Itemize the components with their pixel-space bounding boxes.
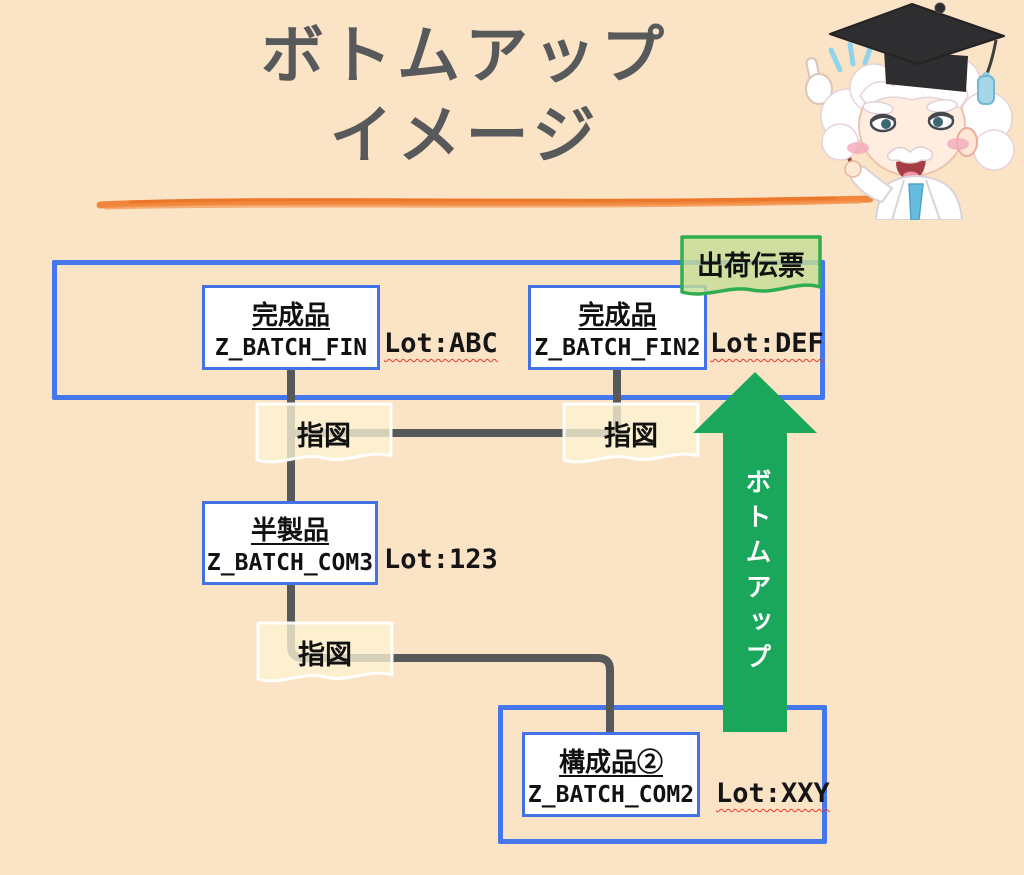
lot-label-finished-1: Lot:ABC: [384, 328, 498, 359]
title-line-1: ボトムアップ: [261, 21, 669, 91]
cheek-blush: [847, 142, 869, 154]
instruction-doc-3: 指図: [256, 621, 394, 693]
sparkle-lines-icon: [828, 41, 874, 73]
finished-goods-group-frame: [52, 260, 825, 400]
lot-label-semi: Lot:123: [384, 544, 498, 575]
document-shape-icon: [562, 402, 700, 464]
instruction-doc-2: 指図: [562, 402, 700, 474]
node-title: 半製品: [250, 515, 329, 545]
node-finished-goods-2: 完成品 Z_BATCH_FIN2: [528, 285, 707, 370]
shipping-slip-tag: 出荷伝票: [680, 235, 822, 305]
page-title: ボトムアップ イメージ: [120, 16, 810, 176]
node-title: 完成品: [251, 299, 330, 330]
node-component: 構成品② Z_BATCH_COM2: [522, 732, 700, 817]
mustache: [886, 146, 934, 164]
instruction-label: 指図: [298, 640, 352, 670]
tie: [908, 183, 924, 220]
lab-coat: [844, 160, 964, 220]
hand: [844, 160, 862, 178]
node-code: Z_BATCH_COM3: [206, 550, 374, 576]
title-line-2: イメージ: [329, 101, 601, 171]
eyes: [869, 111, 955, 133]
lot-label-component: Lot:XXY: [716, 778, 830, 809]
instruction-label: 指図: [604, 421, 658, 451]
cheek-blush: [947, 138, 969, 150]
title-underline-decoration: [96, 195, 874, 210]
node-finished-goods-1: 完成品 Z_BATCH_FIN: [202, 285, 380, 370]
instruction-doc-1: 指図: [255, 402, 393, 474]
component-group-frame: [498, 705, 827, 844]
node-code: Z_BATCH_COM2: [527, 781, 695, 808]
node-code: Z_BATCH_FIN2: [534, 334, 701, 361]
professor-illustration: [805, 2, 1015, 220]
eyebrow: [862, 101, 894, 115]
bottom-up-arrow: [693, 372, 817, 732]
instruction-label: 指図: [297, 421, 351, 451]
node-code: Z_BATCH_FIN: [214, 334, 368, 361]
node-semi-finished: 半製品 Z_BATCH_COM3: [202, 501, 378, 585]
document-shape-icon: [680, 235, 822, 296]
node-title: 完成品: [578, 299, 657, 330]
lot-label-finished-2: Lot:DEF: [710, 328, 824, 359]
graduation-cap-icon: [829, 2, 1005, 105]
shipping-slip-label: 出荷伝票: [697, 251, 805, 281]
bottom-up-arrow-label: ボトムアップ: [742, 468, 772, 678]
node-title: 構成品②: [558, 746, 663, 777]
